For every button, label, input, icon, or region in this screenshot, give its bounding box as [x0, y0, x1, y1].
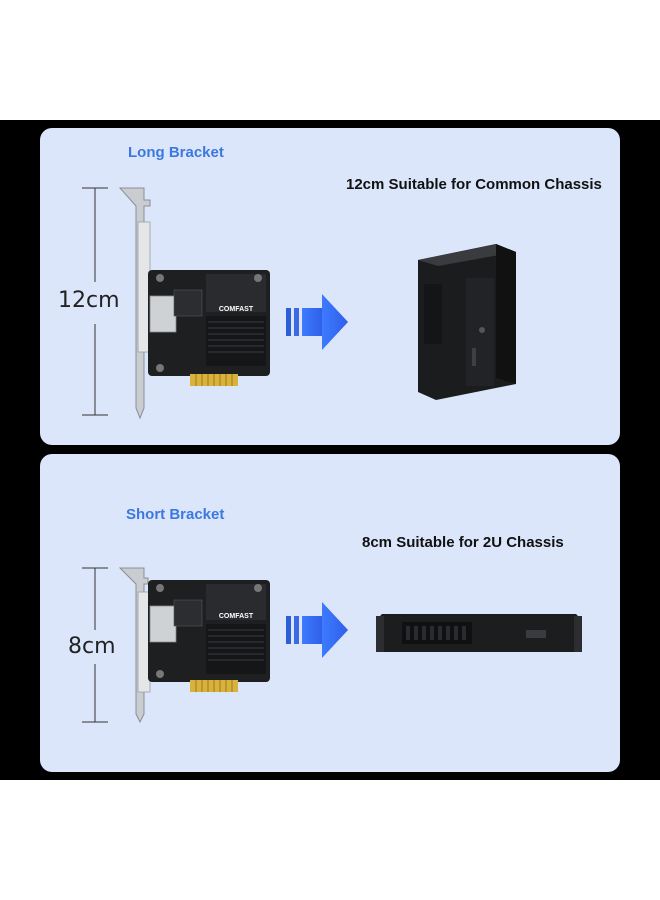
chassis-caption: 8cm Suitable for 2U Chassis	[362, 534, 564, 551]
dimension-label: 8cm	[68, 634, 116, 659]
tower-case-image	[418, 244, 516, 400]
chassis-caption: 12cm Suitable for Common Chassis	[346, 176, 602, 193]
dimension-line	[82, 567, 108, 723]
dimension-line	[82, 187, 108, 416]
pcie-network-card: COMFAST	[118, 567, 270, 724]
pcie-network-card: COMFAST	[118, 187, 270, 420]
card-brand-label: COMFAST	[219, 306, 254, 313]
card-brand-label: COMFAST	[219, 613, 254, 620]
rack-server-image	[376, 614, 582, 652]
bracket-title: Long Bracket	[128, 144, 224, 161]
long-bracket-panel: Long Bracket 12cm Suitable for Common Ch…	[40, 128, 620, 445]
arrow-right-icon	[286, 602, 348, 658]
arrow-right-icon	[286, 294, 348, 350]
bracket-title: Short Bracket	[126, 506, 225, 523]
dimension-label: 12cm	[58, 288, 120, 313]
short-bracket-panel: Short Bracket 8cm Suitable for 2U Chassi…	[40, 454, 620, 772]
